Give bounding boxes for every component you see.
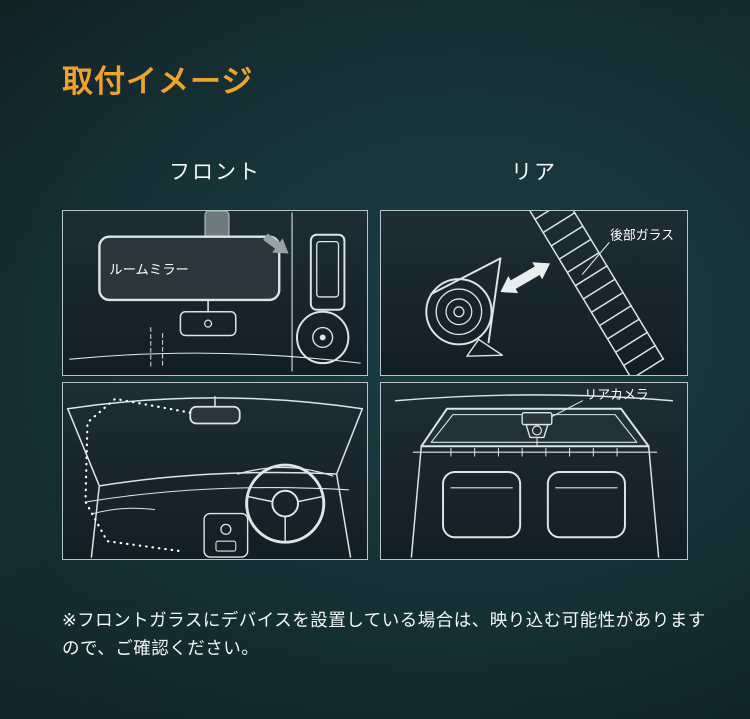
- device-screen: [316, 240, 340, 298]
- rear-window-inner: [430, 414, 638, 443]
- steering-hub: [271, 489, 300, 518]
- rear-camera: [521, 411, 553, 447]
- rear-glass-label: 後部ガラス: [610, 228, 674, 243]
- rearview-mirror: [189, 405, 241, 425]
- panel-rear-device: 後部ガラス: [380, 210, 688, 376]
- center-console: [203, 512, 249, 558]
- spoke-left: [247, 495, 274, 503]
- column-label-rear: リア: [511, 161, 557, 184]
- spoke-right: [297, 495, 323, 503]
- mirror-stalk: [204, 211, 230, 240]
- steering-wheel: [245, 463, 326, 544]
- rear-camera-device: [425, 257, 504, 357]
- label-leader-line: [551, 400, 583, 418]
- left-pillar: [410, 445, 423, 558]
- sensor-unit: [179, 311, 237, 337]
- dash-lower-line: [86, 486, 350, 503]
- rear-window: [420, 407, 650, 448]
- seat-right: [546, 471, 626, 539]
- arrow-icon: [263, 233, 289, 254]
- rear-device-illustration: 後部ガラス: [425, 211, 674, 375]
- shift-knob: [220, 523, 232, 535]
- double-arrow-icon: [500, 262, 551, 294]
- cable-routing-dotted-line: [84, 397, 192, 553]
- front-mirror-illustration: ルームミラー: [69, 211, 361, 372]
- lens-dot: [319, 334, 326, 341]
- lens-inner-circle: [312, 326, 334, 349]
- lens-outer-circle: [296, 310, 350, 365]
- rear-glass-hatch: [529, 211, 665, 375]
- sensor-lens: [203, 319, 213, 328]
- left-pillar: [66, 407, 101, 558]
- note-text: ※フロントガラスにデバイスを設置している場合は、映り込む可能性がありますので、ご…: [62, 609, 706, 658]
- room-mirror-label: ルームミラー: [109, 262, 189, 277]
- device-body: [309, 233, 346, 311]
- seat-left: [442, 471, 522, 539]
- page-title: 取付イメージ: [62, 64, 254, 99]
- front-cabin-illustration: [66, 396, 364, 558]
- cluster-arc: [237, 466, 334, 477]
- panel-rear-cabin: リアカメラ: [380, 382, 688, 560]
- rear-cabin-illustration: リアカメラ: [394, 387, 674, 558]
- rear-camera-label: リアカメラ: [584, 387, 648, 402]
- room-mirror: [98, 235, 281, 302]
- panel-front-cabin: [62, 382, 368, 560]
- door-trim-line: [92, 507, 156, 515]
- console-tray: [215, 540, 237, 552]
- shelf-ticks: [450, 447, 618, 457]
- dash-top-line: [98, 471, 338, 487]
- panel-front-mirror: ルームミラー: [62, 210, 368, 376]
- right-pillar: [647, 445, 660, 558]
- roof-line: [394, 394, 674, 402]
- column-label-front: フロント: [169, 161, 261, 184]
- dashboard-line: [69, 352, 361, 364]
- label-leader-line: [581, 242, 610, 275]
- right-pillar: [335, 407, 364, 558]
